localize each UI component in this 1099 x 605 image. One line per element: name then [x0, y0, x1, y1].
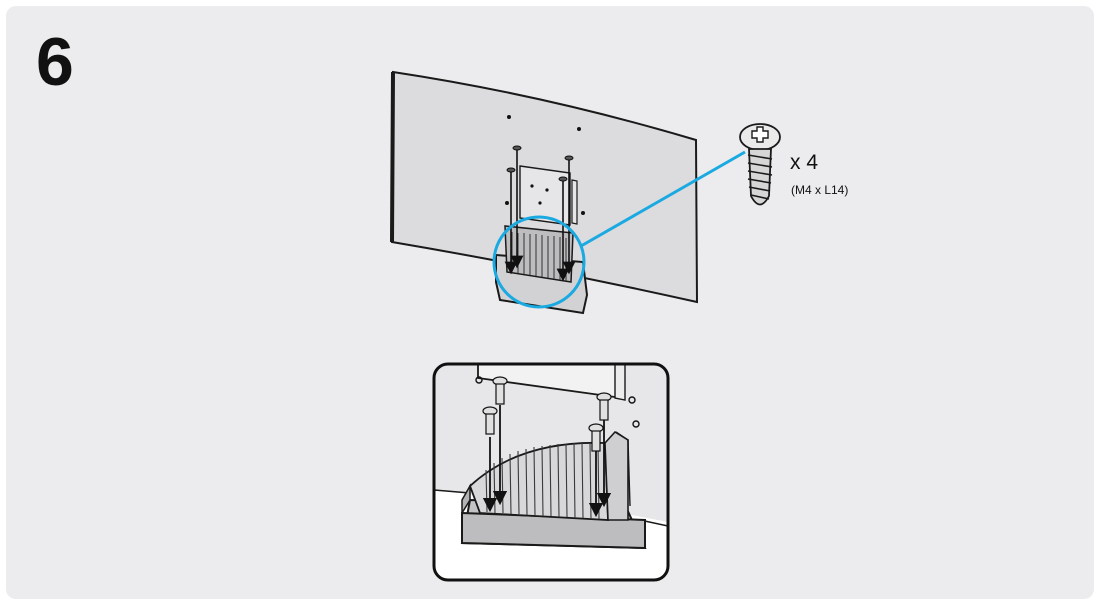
- stand-neck: [495, 225, 589, 315]
- phillips-screw-icon: [739, 123, 781, 206]
- tv-back-illustration: [390, 70, 699, 304]
- screw-arrows-top: [504, 150, 576, 282]
- screw-quantity-label: x 4: [790, 151, 819, 174]
- callout-highlight: [492, 150, 746, 309]
- step-number: 6: [36, 24, 74, 100]
- detail-inset: [432, 362, 670, 582]
- screw-spec-label: (M4 x L14): [791, 183, 849, 197]
